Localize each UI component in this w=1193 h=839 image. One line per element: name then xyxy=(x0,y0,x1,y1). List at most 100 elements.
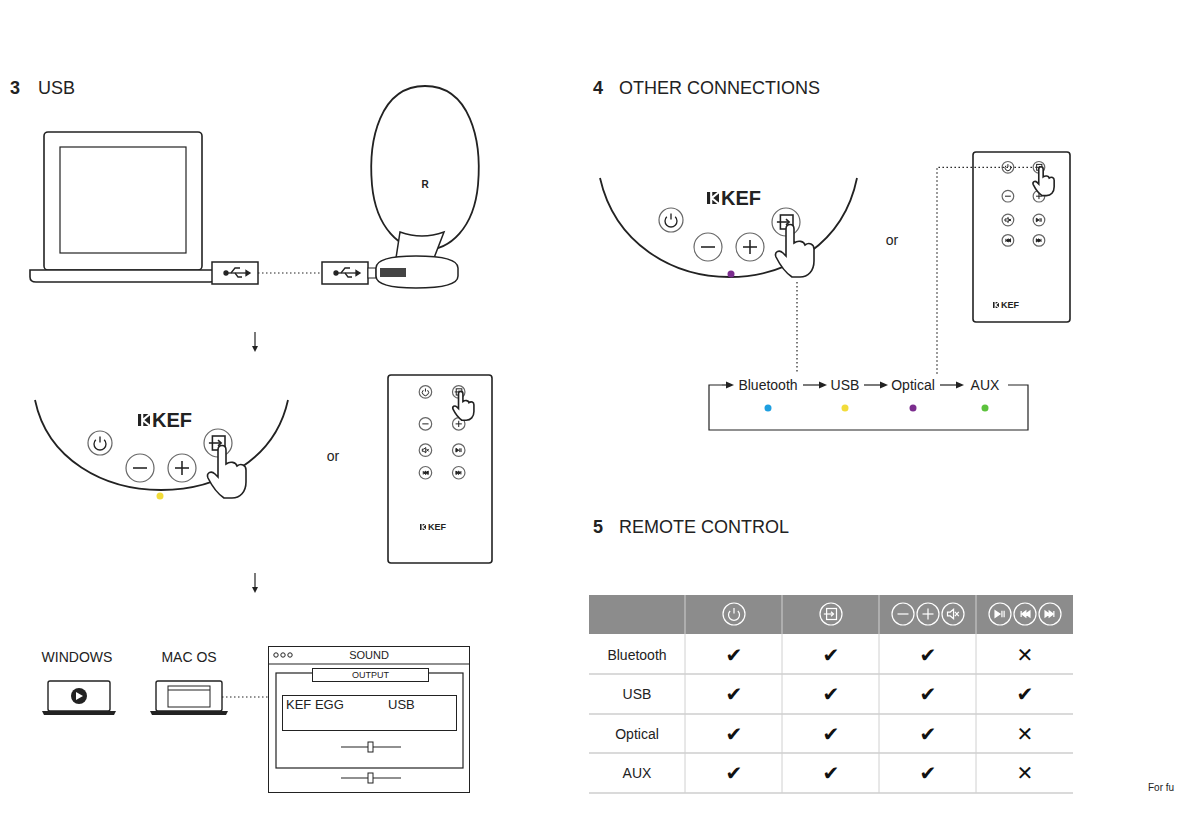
icon-next xyxy=(1045,611,1054,617)
table-cell: ✔ xyxy=(726,644,743,667)
button-ring xyxy=(88,431,112,455)
usb-symbol xyxy=(224,268,250,277)
icon-play xyxy=(456,448,461,452)
icon-plus xyxy=(456,421,462,427)
speaker-egg xyxy=(371,86,478,250)
arrow-head xyxy=(252,346,258,352)
node-text: KEF EGG xyxy=(286,697,344,712)
text-label: For fu xyxy=(1148,782,1174,794)
window-icon-bar xyxy=(168,690,210,691)
icon-power xyxy=(665,213,677,227)
icon-power xyxy=(729,608,740,620)
text-label: Optical xyxy=(891,377,935,393)
window-icon xyxy=(168,686,210,707)
output-tab: OUTPUT xyxy=(312,668,429,682)
icon-minus xyxy=(898,613,909,614)
button-ring xyxy=(168,454,196,482)
laptop-screen xyxy=(60,147,186,253)
icon-next xyxy=(1036,239,1041,242)
table-cell: Bluetooth xyxy=(607,647,666,663)
kef-logo-mark xyxy=(138,414,150,426)
pointing-hand xyxy=(1033,167,1054,196)
slider-knob xyxy=(368,773,373,783)
icon-mute xyxy=(1005,218,1011,223)
icon-minus xyxy=(701,246,715,248)
button-ring xyxy=(126,454,154,482)
kef-logo-k xyxy=(995,302,999,308)
laptop-base xyxy=(30,270,216,282)
text-label: AUX xyxy=(971,377,1000,393)
text-label: KEF xyxy=(152,409,192,432)
table-rule xyxy=(589,674,1073,675)
icon-minus xyxy=(422,423,428,424)
kef-logo-k xyxy=(142,414,150,426)
text-label: Bluetooth xyxy=(738,377,797,393)
table-cell: ✔ xyxy=(726,723,743,746)
usb-symbol xyxy=(334,268,360,277)
table-cell: Optical xyxy=(615,726,659,742)
flow-arrow xyxy=(254,332,255,348)
table-cell: ✔ xyxy=(920,644,937,667)
text-label: or xyxy=(327,448,339,464)
table-rule xyxy=(589,793,1073,794)
source-dot xyxy=(842,405,849,412)
arrow-head xyxy=(819,382,827,389)
text-label: KEF xyxy=(428,522,446,532)
play-triangle xyxy=(76,692,83,700)
icon-prev xyxy=(1006,239,1011,242)
table-cell: ✔ xyxy=(1017,683,1034,706)
source-dot xyxy=(910,405,917,412)
button-ring xyxy=(942,603,964,625)
table-rule xyxy=(685,595,686,793)
source-dot xyxy=(982,405,989,412)
dotted-leader xyxy=(796,282,797,374)
button-ring xyxy=(723,603,745,625)
table-rule xyxy=(589,753,1073,754)
remote-body xyxy=(388,375,492,563)
indicator-led xyxy=(728,271,735,278)
speaker-front xyxy=(600,178,857,277)
usb-plug-tip xyxy=(368,268,376,278)
speaker-front xyxy=(35,400,288,490)
node-text: USB xyxy=(388,697,415,712)
button-ring xyxy=(736,233,764,261)
table-cell: ✔ xyxy=(823,683,840,706)
text-label: KEF xyxy=(721,187,761,210)
title-bar-rule xyxy=(268,663,470,664)
text-label: MAC OS xyxy=(161,649,216,665)
sound-window: SOUNDOUTPUTKEF EGGUSB xyxy=(268,646,470,793)
table-rule xyxy=(976,595,977,793)
arrow-head xyxy=(956,382,964,389)
icon-plus xyxy=(743,240,757,254)
pointing-hand xyxy=(453,391,474,420)
icon-power xyxy=(94,436,106,450)
remote-body xyxy=(973,152,1070,322)
table-rule xyxy=(879,595,880,793)
text-label: 4 xyxy=(593,78,603,99)
button-ring xyxy=(419,418,431,430)
button-ring xyxy=(419,467,431,479)
icon-next xyxy=(456,471,461,474)
dotted-leader xyxy=(258,272,322,273)
icon-prev xyxy=(1021,611,1030,617)
table-cell: ✔ xyxy=(726,762,743,785)
node-text: OUTPUT xyxy=(352,670,389,680)
text-label: or xyxy=(886,232,898,248)
button-ring xyxy=(659,208,683,232)
text-label: R xyxy=(421,179,428,191)
play-icon xyxy=(71,688,87,704)
indicator-led xyxy=(157,493,164,500)
table-cell: USB xyxy=(623,686,652,702)
icon-play xyxy=(1036,218,1041,221)
table-cell: ✔ xyxy=(823,723,840,746)
button-ring xyxy=(419,386,431,398)
output-panel xyxy=(276,673,463,768)
button-ring xyxy=(1014,603,1036,625)
icon-input xyxy=(824,609,837,620)
pointing-hand xyxy=(776,225,814,278)
kef-logo-mark xyxy=(420,524,426,530)
window-dot xyxy=(281,653,285,657)
icon-plus xyxy=(923,609,934,620)
kef-logo-k xyxy=(422,524,426,530)
laptop-base xyxy=(42,711,116,715)
